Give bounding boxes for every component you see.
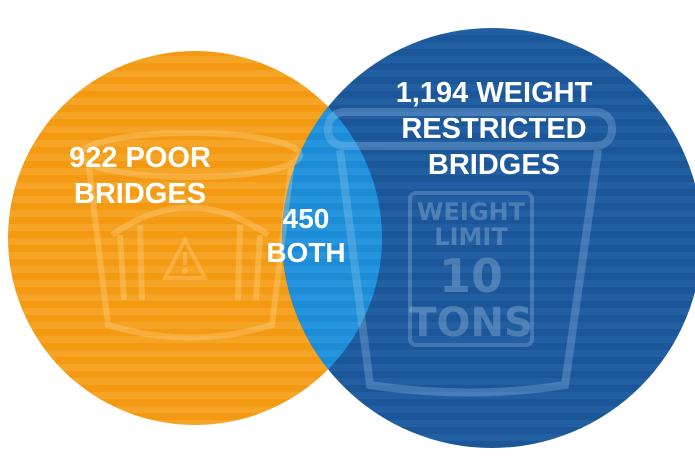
poor-bridges-count-label: 922 POOR [69,142,211,174]
weight-restricted-circle [282,28,695,448]
weight-restricted-noun-label: BRIDGES [428,149,560,181]
bucket-weight-limit-sign-icon [324,108,616,397]
overlap-noun-label: BOTH [266,237,345,268]
sign-line-weight: WEIGHT [417,198,526,226]
weight-restricted-mid-label: RESTRICTED [401,113,586,145]
bucket-warning-icon [77,130,303,341]
sign-line-number: 10 [439,249,503,303]
weight-limit-sign: WEIGHT LIMIT 10 TONS [409,198,533,346]
poor-bridges-circle [8,51,382,425]
poor-bridges-noun-label: BRIDGES [74,178,206,210]
weight-restricted-count-label: 1,194 WEIGHT [396,77,593,109]
sign-line-limit: LIMIT [434,223,508,251]
overlap-count-label: 450 [283,203,330,234]
sign-line-units: TONS [409,300,533,346]
